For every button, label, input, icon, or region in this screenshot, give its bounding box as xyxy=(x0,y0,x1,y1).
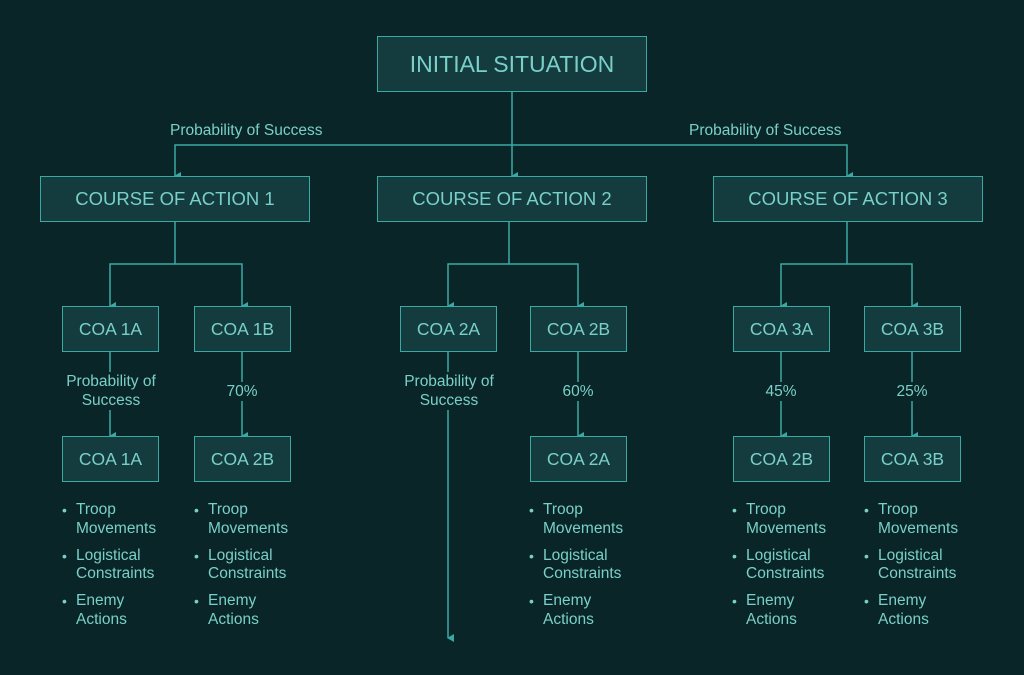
coa-2b-outcome-box: COA 2A xyxy=(530,436,627,482)
factor-item: •Troop Movements xyxy=(62,501,157,537)
coa-1b-probability-label: 70% xyxy=(222,382,262,401)
course-2-to-2b xyxy=(509,263,584,310)
coa-3a-box: COA 3A xyxy=(733,306,830,352)
course-2-to-2a xyxy=(447,263,509,310)
factor-item: •Enemy Actions xyxy=(62,592,127,628)
coa-3a-factor-list: •Troop Movements •Logistical Constraints… xyxy=(732,501,826,638)
coa-2a-probability-label: Probability of Success xyxy=(398,372,500,410)
coa-2b-probability-label: 60% xyxy=(558,382,598,401)
coa-1a-outcome-box: COA 1A xyxy=(62,436,159,482)
root-to-course-1 xyxy=(174,144,512,180)
initial-situation-box: INITIAL SITUATION xyxy=(377,36,647,92)
factor-item: •Enemy Actions xyxy=(864,592,929,628)
coa-1a-box: COA 1A xyxy=(62,306,159,352)
factor-item: •Logistical Constraints xyxy=(194,546,287,583)
coa-3b-probability-label: 25% xyxy=(892,382,932,401)
factor-item: •Logistical Constraints xyxy=(864,546,957,583)
probability-label-left: Probability of Success xyxy=(170,122,323,139)
course-of-action-2-box: COURSE OF ACTION 2 xyxy=(377,176,647,222)
course-of-action-3-box: COURSE OF ACTION 3 xyxy=(713,176,983,222)
course-3-to-3b xyxy=(847,263,918,310)
coa-3a-outcome-box: COA 2B xyxy=(733,436,830,482)
factor-item: •Enemy Actions xyxy=(194,592,259,628)
coa-2b-box: COA 2B xyxy=(530,306,627,352)
factor-item: •Logistical Constraints xyxy=(732,546,825,583)
coa-2a-box: COA 2A xyxy=(400,306,497,352)
coa-1a-probability-label: Probability of Success xyxy=(60,372,162,410)
probability-label-right: Probability of Success xyxy=(689,122,842,139)
root-to-course-3 xyxy=(512,144,853,180)
coa-3b-outcome-box: COA 3B xyxy=(864,436,961,482)
factor-item: •Troop Movements xyxy=(732,501,827,537)
factor-item: •Troop Movements xyxy=(529,501,624,537)
course-3-to-3a xyxy=(780,263,847,310)
course-1-to-1a xyxy=(109,263,175,310)
coa-1b-outcome-box: COA 2B xyxy=(194,436,291,482)
course-of-action-1-box: COURSE OF ACTION 1 xyxy=(40,176,310,222)
coa-2b-factor-list: •Troop Movements •Logistical Constraints… xyxy=(529,501,623,638)
coa-3a-probability-label: 45% xyxy=(761,382,801,401)
factor-item: •Enemy Actions xyxy=(529,592,594,628)
factor-item: •Logistical Constraints xyxy=(62,546,155,583)
factor-item: •Enemy Actions xyxy=(732,592,797,628)
course-1-to-1b xyxy=(175,263,248,310)
coa-3b-box: COA 3B xyxy=(864,306,961,352)
coa-1b-factor-list: •Troop Movements •Logistical Constraints… xyxy=(194,501,288,638)
factor-item: •Troop Movements xyxy=(194,501,289,537)
coa-1a-factor-list: •Troop Movements •Logistical Constraints… xyxy=(62,501,156,638)
factor-item: •Troop Movements xyxy=(864,501,959,537)
coa-1b-box: COA 1B xyxy=(194,306,291,352)
coa-3b-factor-list: •Troop Movements •Logistical Constraints… xyxy=(864,501,958,638)
factor-item: •Logistical Constraints xyxy=(529,546,622,583)
